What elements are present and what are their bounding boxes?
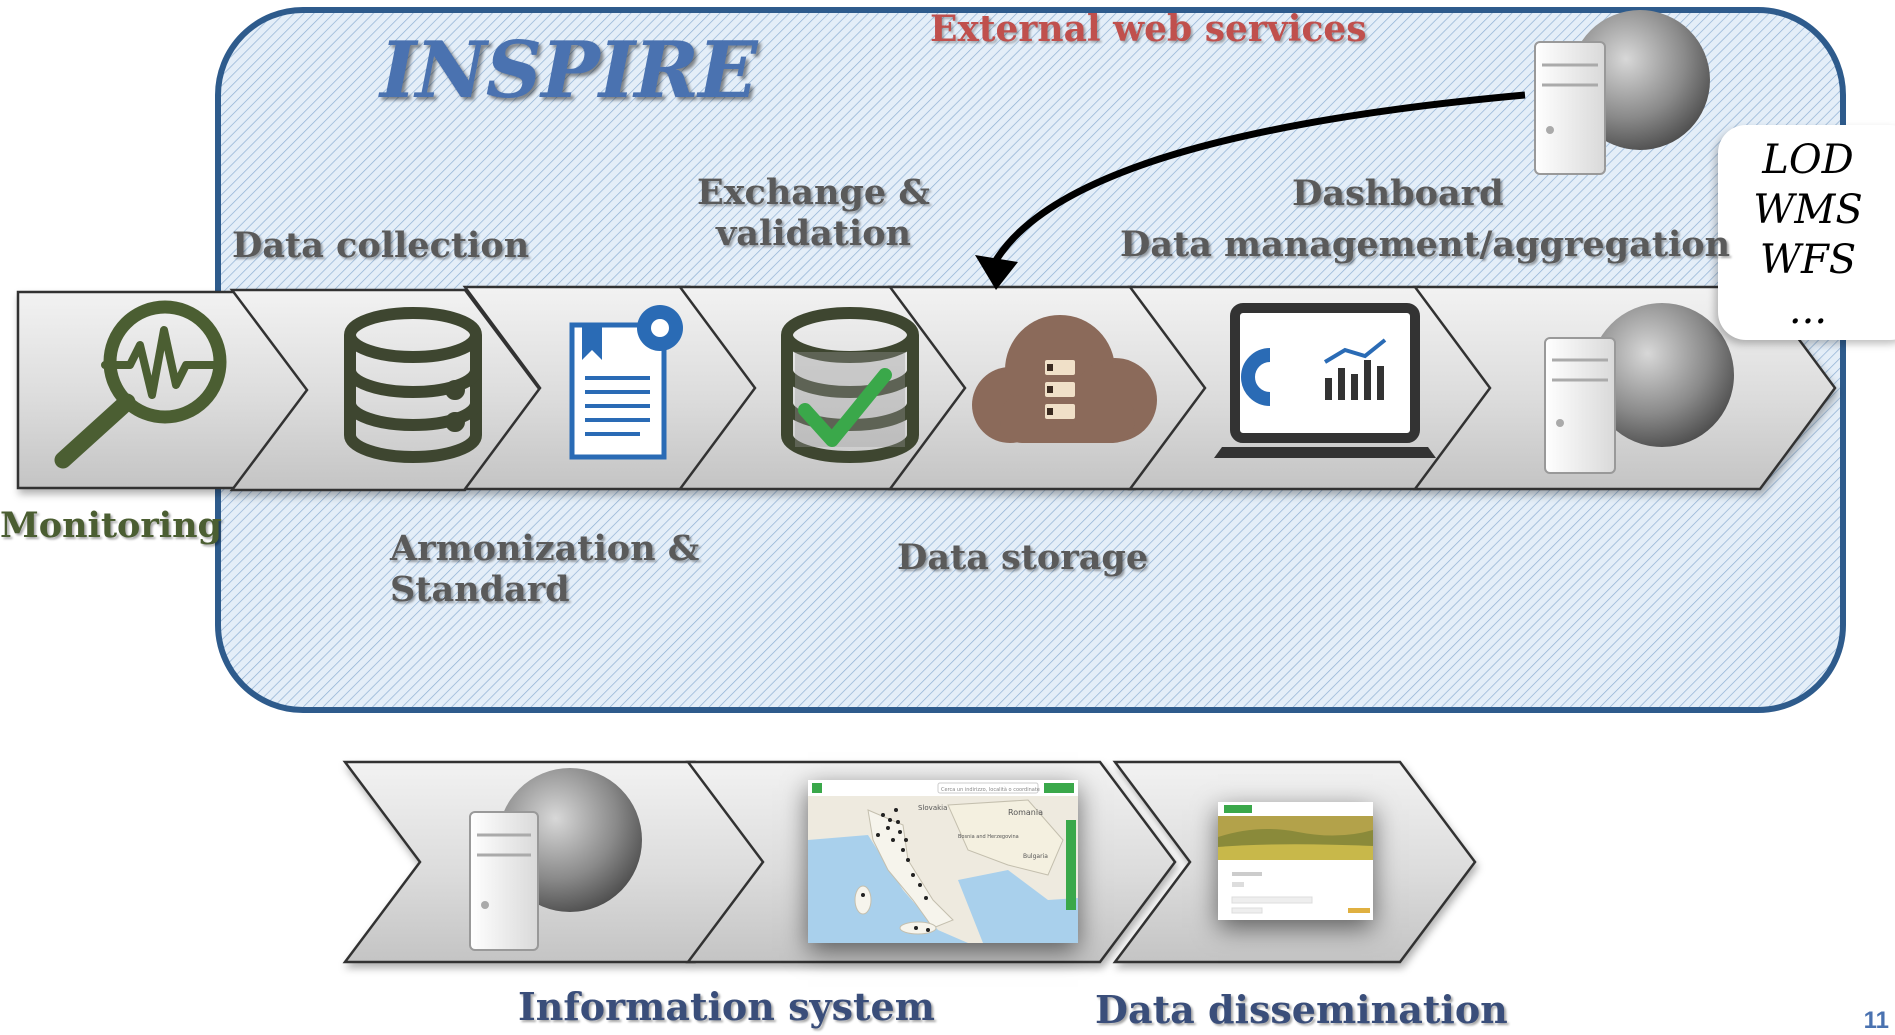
map-search-text: Cerca un indirizzo, località o coordinat…	[941, 786, 1040, 793]
armonization-label: Armonization & Standard	[390, 528, 699, 611]
callout-item: WFS	[1759, 237, 1857, 283]
map-label-bosnia: Bosnia and Herzegovina	[958, 834, 1019, 840]
database-check-icon	[781, 307, 919, 463]
bottom-server-globe-icon	[469, 768, 642, 951]
data-storage-label: Data storage	[897, 537, 1149, 578]
database-icon	[344, 307, 482, 463]
external-server-globe-icon	[1534, 10, 1710, 175]
armonization-line1: Armonization &	[390, 528, 700, 569]
document-settings-icon	[569, 305, 683, 460]
laptop-dashboard-icon	[1214, 303, 1436, 458]
cloud-server-icon	[972, 315, 1157, 443]
exchange-validation-label: Exchange & validation	[697, 172, 930, 255]
information-system-screenshot: Cerca un indirizzo, località o coordinat…	[808, 780, 1078, 943]
armonization-line2: Standard	[390, 569, 570, 611]
server-globe-icon	[1544, 303, 1734, 474]
map-label-romania: Romania	[1008, 808, 1043, 817]
external-web-services-label: External web services	[930, 8, 1367, 50]
map-label-slovakia: Slovakia	[918, 804, 947, 812]
page-number: 11	[1863, 1007, 1889, 1034]
exchange-line2: validation	[715, 213, 911, 255]
callout-item: WMS	[1753, 187, 1863, 233]
protocols-callout: LOD WMS WFS ...	[1718, 125, 1895, 340]
map-thumbnail: Cerca un indirizzo, località o coordinat…	[808, 780, 1078, 943]
callout-item: ...	[1788, 287, 1828, 333]
data-collection-label: Data collection	[232, 225, 530, 266]
data-dissemination-screenshot	[1218, 802, 1373, 920]
external-services-arrow	[975, 91, 1526, 290]
dashboard-label: Dashboard	[1292, 173, 1504, 214]
data-dissemination-label: Data dissemination	[1095, 987, 1508, 1032]
monitoring-label: Monitoring	[0, 505, 222, 546]
inspire-title: INSPIRE	[380, 25, 758, 116]
exchange-line1: Exchange &	[697, 172, 930, 213]
monitoring-icon	[54, 300, 227, 469]
information-system-label: Information system	[518, 984, 935, 1029]
data-management-label: Data management/aggregation	[1120, 224, 1731, 265]
portal-thumbnail	[1218, 802, 1373, 920]
callout-item: LOD	[1762, 137, 1854, 183]
map-markers	[861, 808, 930, 932]
map-label-bulgaria: Bulgaria	[1023, 853, 1048, 860]
